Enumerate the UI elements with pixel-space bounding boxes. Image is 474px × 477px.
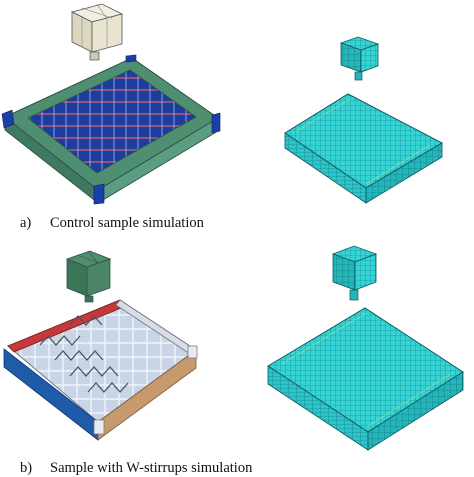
mesh-loader-icon <box>339 36 380 81</box>
caption-b-letter: b) <box>20 460 33 476</box>
caption-a-text: Control sample simulation <box>50 215 204 231</box>
control-sample-model <box>1 3 221 205</box>
caption-b-text: Sample with W-stirrups simulation <box>50 460 253 476</box>
w-stirrups-sample-model <box>3 250 198 441</box>
control-mesh-model <box>284 36 444 204</box>
mesh-loader-icon <box>331 245 378 301</box>
slab-model-icon <box>3 299 198 441</box>
slab-model-icon <box>1 54 221 205</box>
caption-a-letter: a) <box>20 215 32 231</box>
w-stirrups-mesh-model <box>267 245 464 451</box>
loading-block-icon <box>65 250 112 303</box>
caption-b: b) Sample with W-stirrups simulation <box>20 460 252 477</box>
caption-a: a) Control sample simulation <box>20 215 204 232</box>
mesh-model-icon <box>284 93 444 204</box>
mesh-model-icon <box>267 307 464 451</box>
loading-block-icon <box>70 3 124 61</box>
